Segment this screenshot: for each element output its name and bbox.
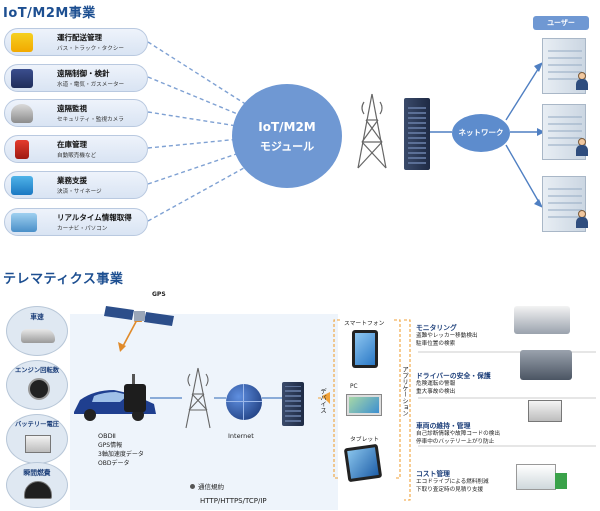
server-rack-icon — [282, 382, 304, 426]
application-label: アプリケーション — [401, 366, 408, 417]
antenna-tower-icon — [185, 367, 211, 429]
app-monitoring: モニタリング 盗難やレッカー移動検出 駐車位置の検索 — [416, 324, 478, 347]
user-person-icon — [576, 138, 588, 156]
app-vehicle-maintenance: 車両の維持・管理 自己診断情報や故障コードの検出 停車中のバッテリー上がり防止 — [416, 422, 500, 445]
user-building-3 — [542, 176, 586, 232]
app-driver-safety: ドライバーの安全・保護 危険運転の警報 重大事故の検出 — [416, 372, 491, 395]
device-label: デバイス — [319, 388, 326, 414]
server-rack-icon — [404, 98, 430, 170]
sensor-fuel-economy: 瞬間燃費 — [6, 462, 68, 508]
telematics-section-title: テレマティクス事業 — [3, 272, 124, 287]
iot-item-remote-monitor: 遠隔監視 セキュリティ・監視カメラ — [4, 99, 148, 127]
vending-machine-icon — [15, 140, 29, 159]
iot-section-title: IoT/M2M事業 — [3, 6, 96, 21]
laptop-icon — [11, 213, 37, 232]
accident-icon — [520, 350, 572, 380]
iot-item-fleet: 運行配送管理 バス・トラック・タクシー — [4, 28, 148, 56]
iot-item-business-support: 業務支援 決済・サイネージ — [4, 171, 148, 199]
sensor-speed: 車速 — [6, 306, 68, 356]
sensor-engine-rpm: エンジン回転数 — [6, 360, 68, 410]
user-label: ユーザー — [533, 16, 589, 30]
smartphone-icon — [352, 330, 378, 368]
tablet-icon — [343, 443, 383, 483]
meter-icon — [11, 69, 33, 88]
user-person-icon — [576, 210, 588, 228]
bullet-icon — [190, 484, 195, 489]
battery-check-icon — [528, 400, 562, 422]
signage-icon — [11, 176, 33, 195]
car-icon — [21, 329, 55, 343]
iot-module-circle: IoT/M2M モジュール — [232, 84, 342, 188]
device-pc-label: PC — [350, 384, 358, 390]
tachometer-icon — [28, 378, 50, 400]
gps-label: GPS — [152, 291, 166, 298]
sensor-battery-voltage: バッテリー電圧 — [6, 414, 68, 464]
iot-item-realtime-info: リアルタイム情報取得 カーナビ・パソコン — [4, 208, 148, 236]
user-building-1 — [542, 38, 586, 94]
gps-satellite-icon — [104, 306, 174, 326]
obd-device-icon — [124, 374, 146, 412]
device-tablet-label: タブレット — [350, 437, 379, 443]
internet-label: Internet — [228, 432, 254, 440]
truck-icon — [11, 33, 33, 52]
iot-item-remote-control: 遠隔制御・検針 水道・電気・ガスメーター — [4, 64, 148, 92]
fuel-gauge-icon — [24, 481, 52, 499]
protocol-info: 通信規約 HTTP/HTTPS/TCP/IP — [190, 474, 267, 505]
pc-icon — [346, 394, 382, 416]
app-cost-management: コスト管理 エコドライブによる燃料削減 下取り査定時の見積り支援 — [416, 470, 489, 493]
eco-truck-icon — [516, 464, 567, 490]
obd-info: OBDⅡ GPS情報 3軸加速度データ OBDデータ — [98, 432, 144, 467]
camera-icon — [11, 104, 33, 123]
battery-icon — [25, 435, 51, 453]
network-circle: ネットワーク — [452, 114, 510, 152]
iot-item-inventory: 在庫管理 自動販売機など — [4, 135, 148, 163]
car-icon — [74, 390, 156, 421]
user-person-icon — [576, 72, 588, 90]
globe-icon — [226, 384, 262, 420]
tow-truck-icon — [514, 306, 570, 334]
antenna-tower-icon — [357, 93, 387, 169]
device-smartphone-label: スマートフォン — [344, 321, 385, 327]
